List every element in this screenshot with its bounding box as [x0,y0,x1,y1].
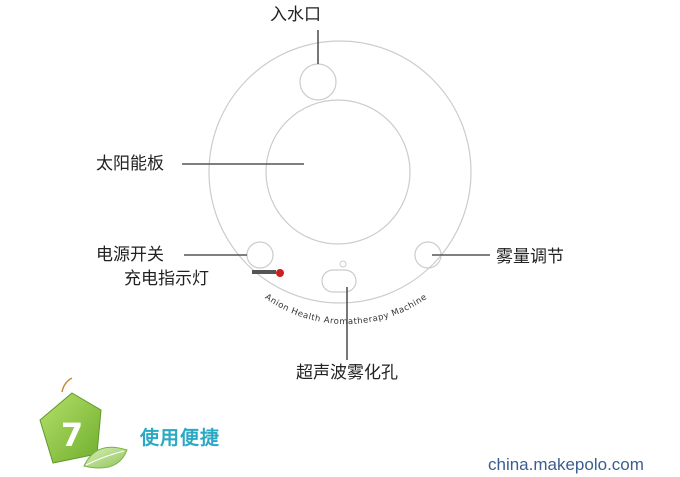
badge-pentagon [39,392,102,464]
label-mist-adjust: 雾量调节 [496,247,564,267]
label-ultrasonic-hole: 超声波雾化孔 [296,363,398,383]
leaf-icon [83,446,128,469]
charge-indicator-housing [252,270,276,274]
label-power-switch: 电源开关 [96,245,164,265]
ultrasonic-mist-hole [321,269,357,293]
badge-sprout-icon [61,377,73,393]
solar-panel-circle [265,99,411,245]
label-solar-panel: 太阳能板 [96,154,164,174]
power-switch-button [246,241,274,269]
badge-number: 7 [61,416,83,454]
charge-indicator-light [276,269,284,277]
device-brand-text: Anion Health Aromatherapy Machine [263,292,429,327]
water-inlet-hole [299,63,337,101]
small-vent-hole [339,260,347,268]
leaf-vein [85,450,125,466]
watermark-text: china.makepolo.com [488,455,644,474]
label-charge-indicator: 充电指示灯 [124,269,209,289]
label-water-inlet: 入水口 [270,5,321,25]
device-brand-textpath: Anion Health Aromatherapy Machine [263,292,429,327]
badge-title: 使用便捷 [140,427,221,449]
device-outer-ring [208,40,472,304]
